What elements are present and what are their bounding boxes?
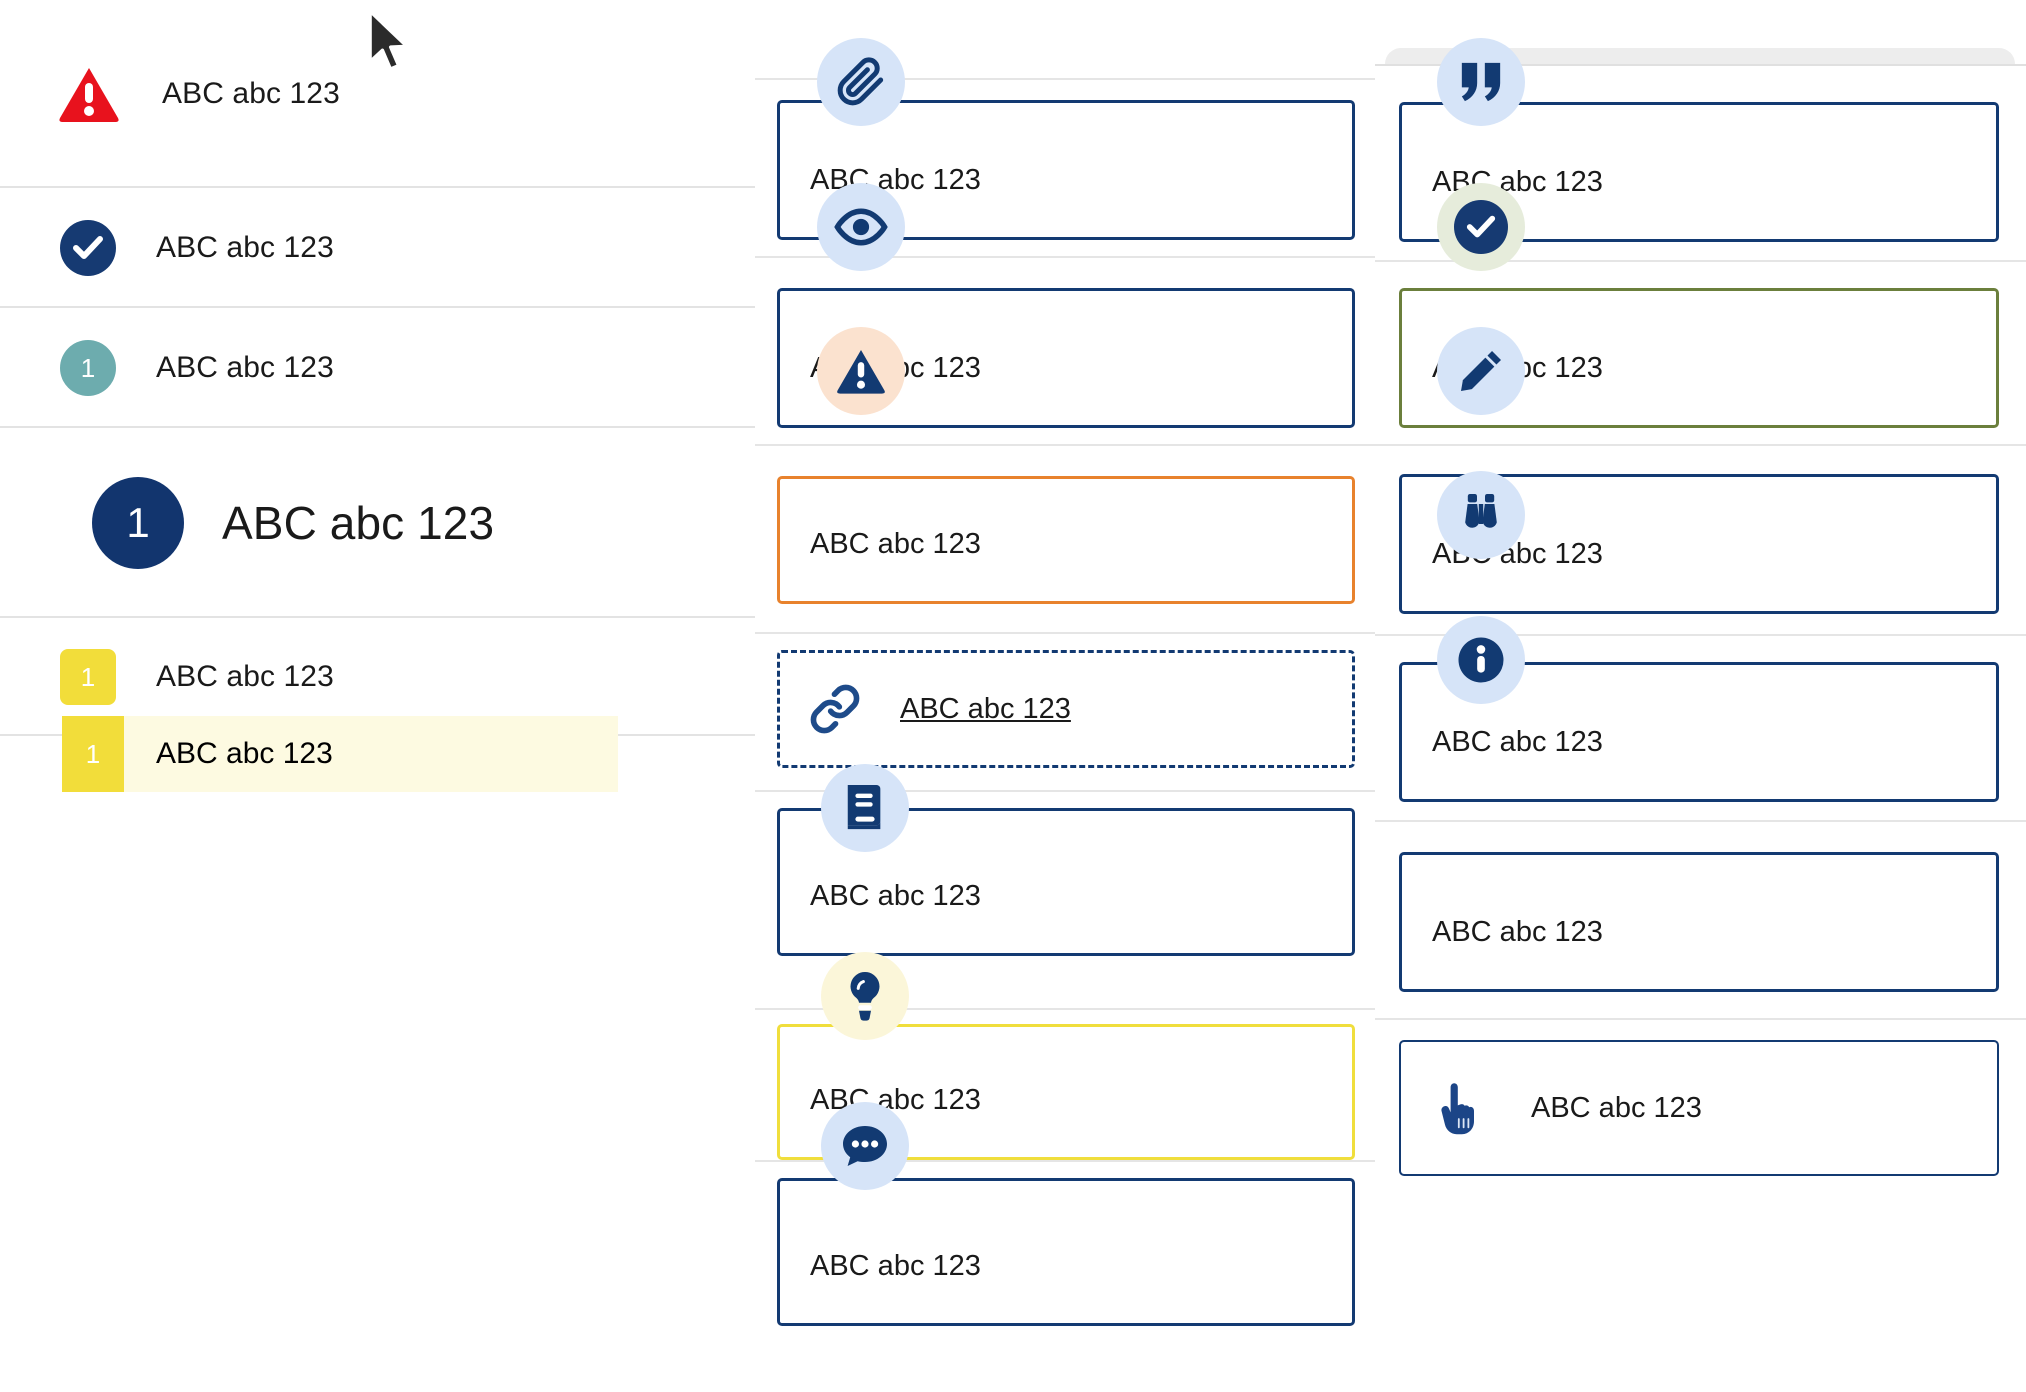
card-divider (755, 78, 1375, 80)
card-divider (755, 444, 1375, 446)
check-circle-icon (60, 220, 116, 276)
card-divider (1375, 1018, 2026, 1020)
link-card[interactable]: ABC abc 123 (777, 650, 1355, 768)
list-item-check[interactable]: ABC abc 123 (0, 188, 755, 308)
list-item-label: ABC abc 123 (162, 77, 340, 110)
link-card-label[interactable]: ABC abc 123 (900, 692, 1071, 725)
book-icon (821, 764, 909, 852)
info-card-label: ABC abc 123 (1432, 916, 1603, 948)
comment-card[interactable]: ABC abc 123 (777, 1178, 1355, 1326)
observe-card-label: ABC abc 123 (1432, 726, 1603, 758)
number-badge-tab: 1 (62, 716, 124, 792)
pointing-hand-icon (1429, 1042, 1493, 1174)
comment-card-label: ABC abc 123 (810, 1250, 981, 1282)
link-icon (802, 653, 868, 765)
number-badge-value: 1 (126, 499, 150, 546)
info-icon (1437, 616, 1525, 704)
quote-icon (1437, 38, 1525, 126)
panel-top-divider (1375, 64, 2026, 66)
list-item-navy-number[interactable]: 1 ABC abc 123 (0, 428, 755, 618)
chat-icon (821, 1102, 909, 1190)
warning-icon (817, 327, 905, 415)
reference-card[interactable]: ABC abc 123 (777, 808, 1355, 956)
number-badge-value: 1 (80, 352, 96, 383)
warning-card-label: ABC abc 123 (810, 528, 981, 560)
action-card-label: ABC abc 123 (1531, 1091, 1702, 1124)
pencil-icon (1437, 327, 1525, 415)
row-divider (0, 186, 755, 188)
list-item-warning[interactable]: ABC abc 123 (0, 0, 755, 188)
info-card[interactable]: ABC abc 123 (1399, 852, 1999, 992)
list-item-label: ABC abc 123 (222, 497, 495, 549)
number-badge-value: 1 (80, 661, 96, 692)
reference-card-label: ABC abc 123 (810, 880, 981, 912)
card-divider (1375, 634, 2026, 636)
list-item-highlighted[interactable]: 1 ABC abc 123 (62, 716, 618, 792)
binoculars-icon (1437, 471, 1525, 559)
list-item-teal-number[interactable]: 1 ABC abc 123 (0, 308, 755, 428)
card-divider (1375, 820, 2026, 822)
lightbulb-icon (821, 952, 909, 1040)
list-item-label: ABC abc 123 (156, 660, 334, 693)
list-item-label: ABC abc 123 (156, 231, 334, 264)
list-item-label: ABC abc 123 (156, 351, 334, 384)
highlighted-row-body: ABC abc 123 (124, 716, 618, 792)
card-divider (755, 1008, 1375, 1010)
number-badge-teal: 1 (60, 340, 116, 396)
mouse-cursor (366, 8, 414, 81)
panel-top-strip (1385, 48, 2015, 66)
attachment-card[interactable]: ABC abc 123 (777, 100, 1355, 240)
number-badge-yellow: 1 (60, 649, 116, 705)
card-divider (1375, 444, 2026, 446)
paperclip-icon (817, 38, 905, 126)
card-divider (1375, 260, 2026, 262)
check-icon (1437, 183, 1525, 271)
row-divider (0, 306, 755, 308)
card-divider (755, 632, 1375, 634)
left-list-panel: ABC abc 123 ABC abc 123 1 ABC abc 123 (0, 0, 755, 1392)
row-divider (0, 616, 755, 618)
eye-icon (817, 183, 905, 271)
card-divider (755, 256, 1375, 258)
card-divider (755, 1160, 1375, 1162)
row-divider (0, 426, 755, 428)
number-badge-navy-large: 1 (92, 477, 184, 569)
number-badge-value: 1 (85, 738, 101, 769)
card-divider (755, 790, 1375, 792)
action-card[interactable]: ABC abc 123 (1399, 1040, 1999, 1176)
warning-card[interactable]: ABC abc 123 (777, 476, 1355, 604)
list-item-label: ABC abc 123 (156, 737, 333, 770)
triangle-warning-icon (58, 66, 120, 122)
